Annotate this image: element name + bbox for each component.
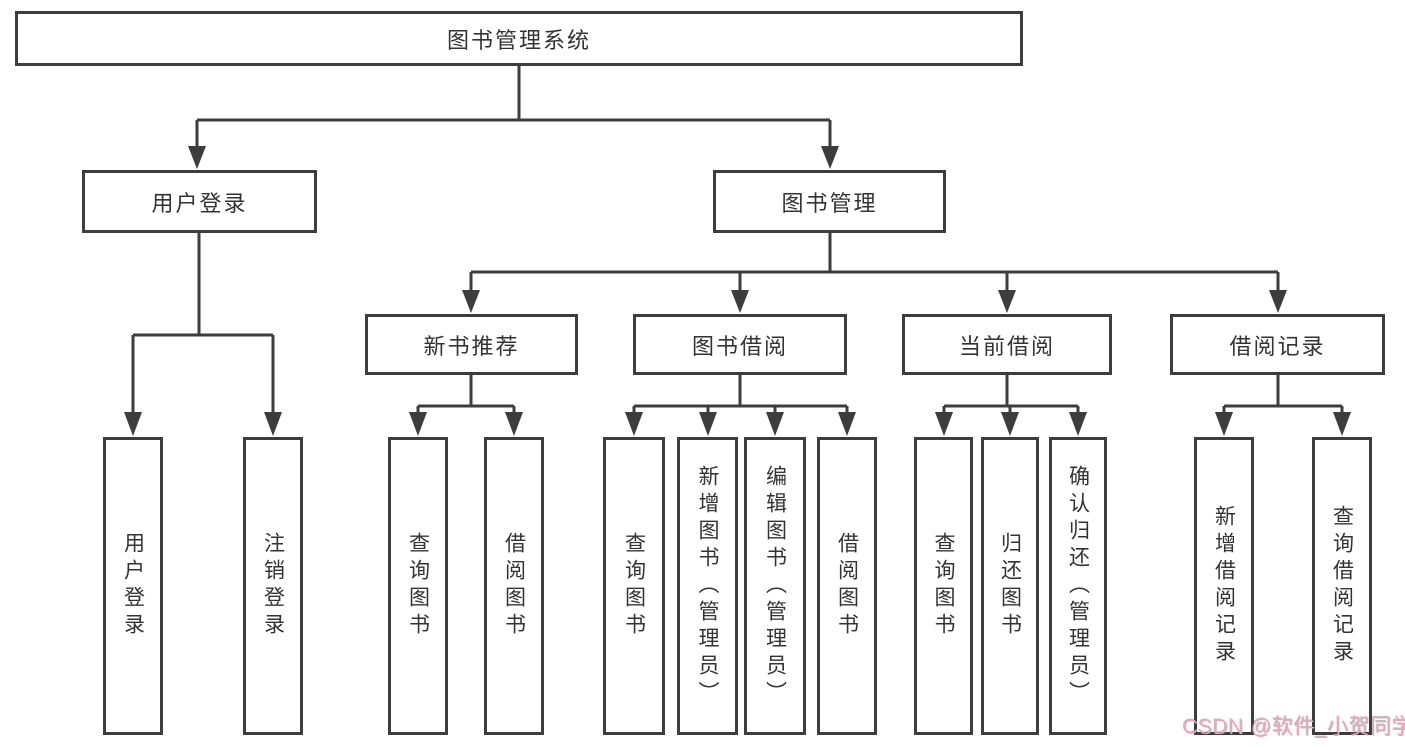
leaf-confirm-return-admin-label: 确认归还（管理员） xyxy=(1066,464,1090,708)
node-book-management: 图书管理 xyxy=(713,170,946,233)
leaf-add-borrow-record: 新增借阅记录 xyxy=(1194,437,1254,735)
leaf-edit-books-admin: 编辑图书（管理员） xyxy=(744,437,806,735)
csdn-watermark: CSDN @软件_小贺同学 xyxy=(1183,716,1405,739)
node-current-borrow-label: 当前借阅 xyxy=(958,333,1055,359)
leaf-borrow-books-label: 借阅图书 xyxy=(835,532,859,640)
node-user-login-label: 用户登录 xyxy=(151,190,248,216)
node-new-book-recommend: 新书推荐 xyxy=(365,314,578,375)
leaf-return-books: 归还图书 xyxy=(981,437,1039,735)
node-book-borrow-label: 图书借阅 xyxy=(691,333,788,359)
leaf-current-query-books: 查询图书 xyxy=(914,437,973,735)
node-current-borrow: 当前借阅 xyxy=(902,314,1112,375)
leaf-edit-books-admin-label: 编辑图书（管理员） xyxy=(763,464,787,708)
leaf-add-books-admin: 新增图书（管理员） xyxy=(677,437,738,735)
leaf-user-login-label: 用户登录 xyxy=(121,532,145,640)
leaf-current-query-books-label: 查询图书 xyxy=(932,532,955,640)
leaf-add-borrow-record-label: 新增借阅记录 xyxy=(1212,505,1236,667)
leaf-borrow-query-books: 查询图书 xyxy=(603,437,665,735)
leaf-logout: 注销登录 xyxy=(243,437,303,735)
node-root-library-system: 图书管理系统 xyxy=(15,11,1023,66)
leaf-borrow-books: 借阅图书 xyxy=(817,437,877,735)
leaf-logout-label: 注销登录 xyxy=(261,532,285,640)
node-book-management-label: 图书管理 xyxy=(781,190,878,216)
node-borrow-records: 借阅记录 xyxy=(1170,314,1385,375)
leaf-recommend-borrow-books-label: 借阅图书 xyxy=(502,532,526,640)
node-borrow-records-label: 借阅记录 xyxy=(1229,333,1326,359)
leaf-borrow-query-books-label: 查询图书 xyxy=(622,532,646,640)
leaf-query-borrow-record: 查询借阅记录 xyxy=(1312,437,1372,735)
leaf-query-borrow-record-label: 查询借阅记录 xyxy=(1330,505,1354,667)
leaf-add-books-admin-label: 新增图书（管理员） xyxy=(696,464,719,708)
node-root-label: 图书管理系统 xyxy=(446,27,591,53)
leaf-recommend-query-books-label: 查询图书 xyxy=(406,532,430,640)
leaf-recommend-borrow-books: 借阅图书 xyxy=(484,437,544,735)
node-user-login: 用户登录 xyxy=(82,170,317,233)
leaf-recommend-query-books: 查询图书 xyxy=(388,437,448,735)
leaf-confirm-return-admin: 确认归还（管理员） xyxy=(1049,437,1107,735)
node-new-book-recommend-label: 新书推荐 xyxy=(423,333,520,359)
leaf-user-login: 用户登录 xyxy=(103,437,163,735)
leaf-return-books-label: 归还图书 xyxy=(998,532,1022,640)
node-book-borrow: 图书借阅 xyxy=(633,314,847,375)
